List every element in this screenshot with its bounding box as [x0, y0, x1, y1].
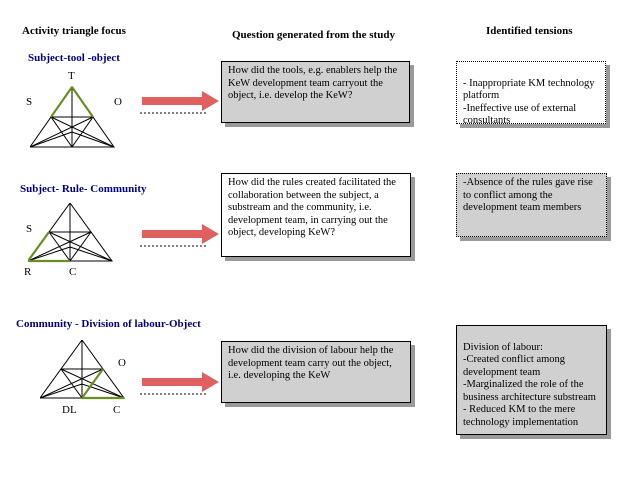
row3-question-box: How did the division of labour help the … [221, 341, 411, 403]
row2-activity-triangle [28, 203, 113, 263]
row3-tension-box: Division of labour: -Created conflict am… [456, 325, 607, 435]
row3-vertex-label-bottom-left: DL [62, 404, 77, 416]
row2-vertex-label-bottom-mid: C [69, 266, 77, 278]
row2-vertex-label-bottom-left: R [24, 266, 32, 278]
row2-tension-box: -Absence of the rules gave rise to confl… [456, 173, 607, 237]
row2-arrow-icon [140, 224, 219, 247]
row2-question-text: How did the rules created facilitated th… [228, 177, 396, 238]
row1-activity-triangle [30, 86, 115, 148]
row2-vertex-label-mid-left: S [26, 223, 33, 235]
row3-activity-triangle [40, 340, 125, 400]
row1-title: Subject-tool -object [28, 52, 120, 64]
row1-vertex-label-top: T [68, 70, 75, 82]
row3-vertex-label-bottom-right: C [113, 404, 121, 416]
row1-vertex-label-left: S [26, 96, 33, 108]
row1-tension-text: - Inappropriate KM technology platform -… [463, 77, 595, 127]
row3-arrow-icon [140, 372, 219, 395]
row2-question-box: How did the rules created facilitated th… [221, 173, 411, 257]
header-identified-tensions: Identified tensions [486, 25, 573, 37]
row2-tension-text: -Absence of the rules gave rise to confl… [463, 177, 593, 213]
row2-title: Subject- Rule- Community [20, 183, 147, 195]
row1-vertex-label-right: O [114, 96, 122, 108]
header-activity-triangle-focus: Activity triangle focus [22, 25, 126, 37]
row3-vertex-label-mid-right: O [118, 357, 126, 369]
header-question: Question generated from the study [232, 29, 395, 41]
row3-tension-text: Division of labour: -Created conflict am… [463, 341, 596, 428]
row1-arrow-icon [140, 91, 219, 114]
row3-question-text: How did the division of labour help the … [228, 345, 394, 381]
row1-question-text: How did the tools, e.g. enablers help th… [228, 65, 398, 101]
row1-tension-box: - Inappropriate KM technology platform -… [456, 61, 606, 127]
row3-title: Community - Division of labour-Object [16, 318, 201, 330]
row1-question-box: How did the tools, e.g. enablers help th… [221, 61, 410, 123]
